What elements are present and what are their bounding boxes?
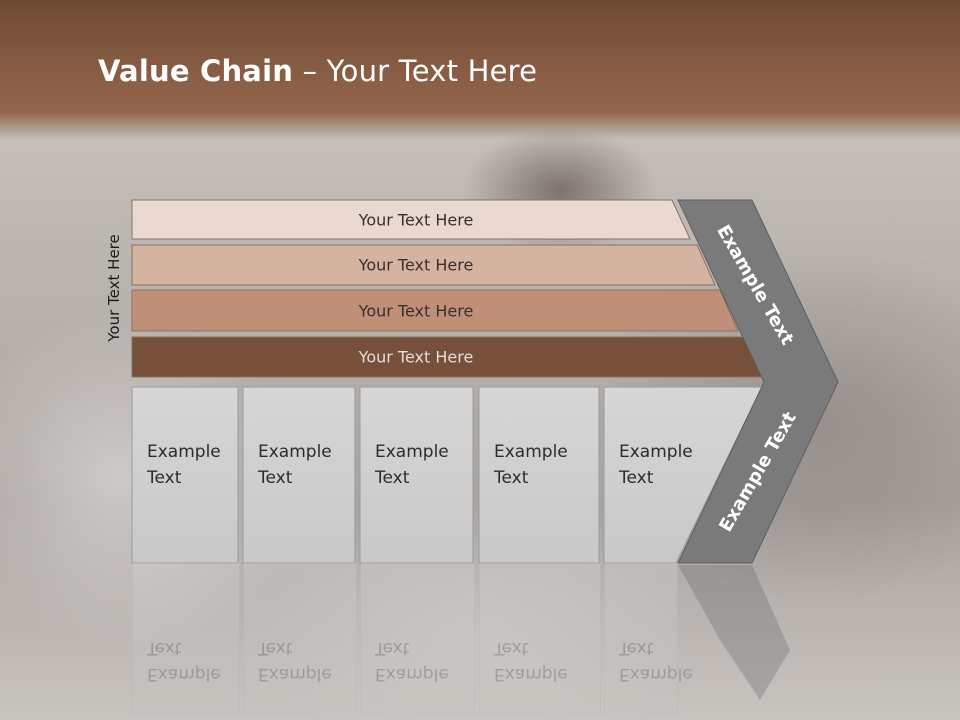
row-label-3: Your Text Here xyxy=(358,301,474,320)
slide-title[interactable]: Value Chain – Your Text Here xyxy=(98,54,537,88)
row-label-1: Your Text Here xyxy=(358,210,474,229)
row-bar-3[interactable] xyxy=(131,289,739,332)
cell-label-5: Example Text xyxy=(619,442,693,488)
cell-label-2: Example Text xyxy=(258,442,332,488)
title-bold: Value Chain xyxy=(98,54,294,88)
cell-box-4[interactable] xyxy=(478,386,600,564)
cell-box-2[interactable] xyxy=(242,386,356,564)
cell-box-3[interactable] xyxy=(359,386,474,564)
cell-label-3: Example Text xyxy=(375,442,449,488)
header-band xyxy=(0,0,960,140)
chevron-arrow-reflection xyxy=(678,565,790,700)
row-label-2: Your Text Here xyxy=(358,255,474,275)
row-bar-2[interactable] xyxy=(131,244,716,286)
row-bar-1[interactable] xyxy=(131,199,691,240)
row-label-4: Your Text Here xyxy=(358,347,474,367)
cell-box-1[interactable] xyxy=(131,386,239,564)
cell-box-5[interactable] xyxy=(603,386,763,564)
cell-label-4: Example Text xyxy=(494,442,568,488)
cell-label-1: Example Text xyxy=(147,442,221,488)
title-rest: – Your Text Here xyxy=(293,54,538,88)
chevron-arrow[interactable] xyxy=(677,199,839,564)
